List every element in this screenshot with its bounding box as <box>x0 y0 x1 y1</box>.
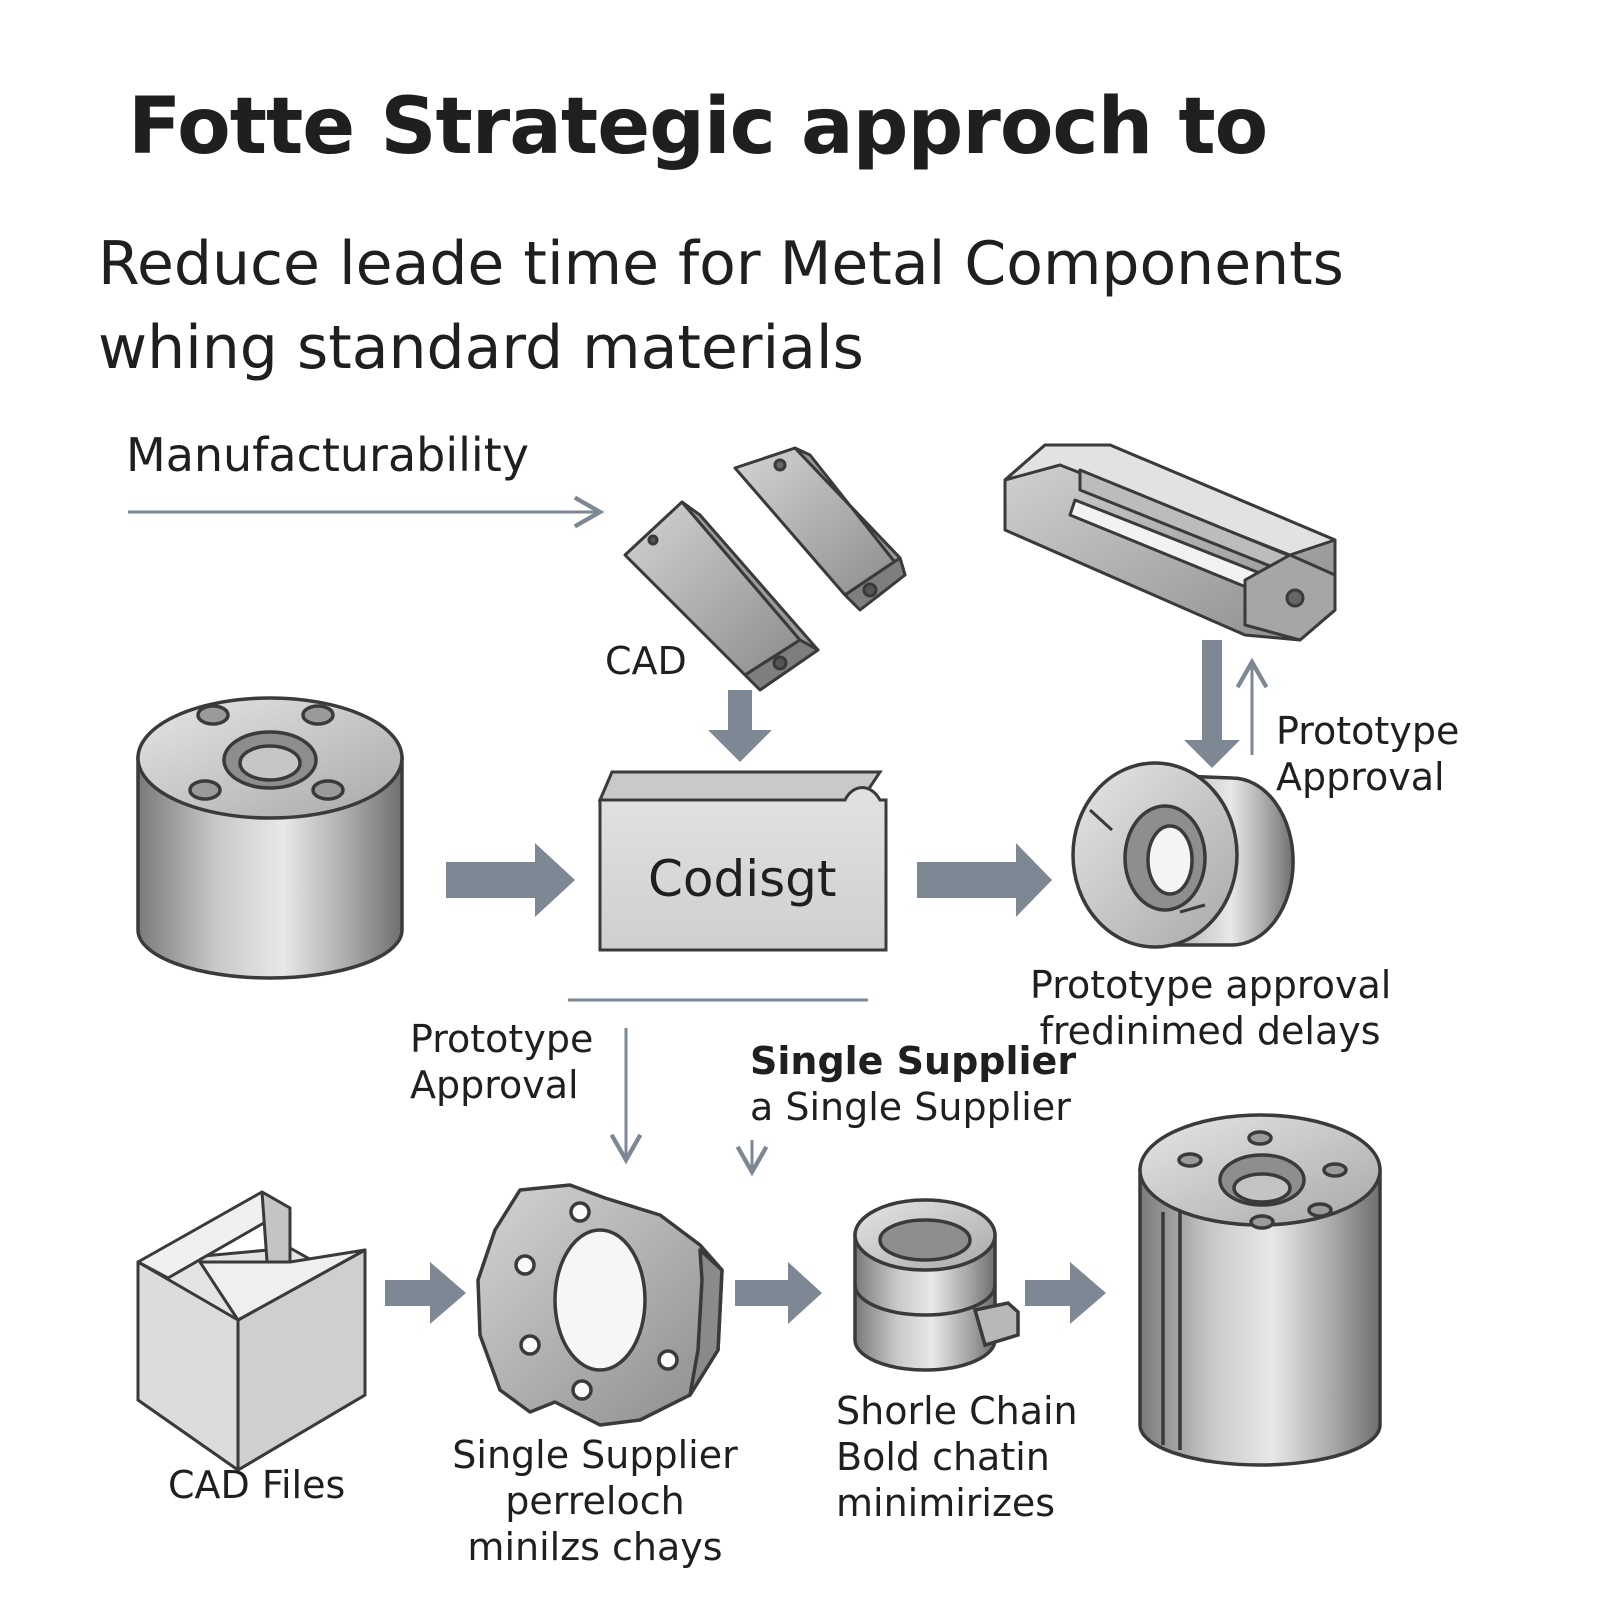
shorle-chain-label: Shorle Chain Bold chatin minimirizes <box>836 1388 1078 1526</box>
shorle-chain-line-3: minimirizes <box>836 1481 1056 1525</box>
shorle-chain-line-1: Shorle Chain <box>836 1389 1078 1433</box>
cad-files-label: CAD Files <box>168 1463 346 1507</box>
prototype-approval-left-line-2: Approval <box>410 1063 579 1107</box>
arrow-cylinder-to-box <box>446 843 575 917</box>
slotted-cylinder-part <box>1138 1113 1382 1467</box>
prototype-approval-right-line-1: Prototype <box>1276 709 1460 753</box>
cad-label: CAD <box>605 639 687 683</box>
machined-bar-part <box>1003 443 1337 642</box>
single-supplier-line-3: minilzs chays <box>467 1525 723 1569</box>
arrow-cad-down <box>708 690 772 762</box>
center-process-box <box>597 770 888 952</box>
stacked-ring-part <box>853 1198 1020 1372</box>
single-supplier-label: Single Supplier perreloch minilzs chays <box>430 1432 760 1570</box>
prototype-delays-line-2: fredinimed delays <box>1039 1009 1381 1053</box>
subtitle-line-2: whing standard materials <box>98 313 864 383</box>
cad-bar-left <box>623 500 820 692</box>
prototype-delays-label: Prototype approval fredinimed delays <box>1030 962 1392 1054</box>
single-supplier-sub: a Single Supplier <box>750 1085 1071 1129</box>
prototype-delays-line-1: Prototype approval <box>1030 963 1392 1007</box>
shorle-chain-line-2: Bold chatin <box>836 1435 1050 1479</box>
manufacturability-label: Manufacturability <box>126 428 529 482</box>
single-supplier-heading: Single Supplier <box>750 1039 1077 1083</box>
arrow-machined-down <box>1184 640 1240 768</box>
center-box-label: Codisgt <box>648 850 837 908</box>
single-supplier-line-1: Single Supplier <box>452 1433 738 1477</box>
cylinder-block-left <box>136 696 404 980</box>
prototype-approval-right-line-2: Approval <box>1276 755 1445 799</box>
arrow-box-to-bushing <box>917 843 1052 917</box>
arrow-ring-to-cylinder <box>1025 1262 1106 1324</box>
single-supplier-callout: Single Supplier a Single Supplier <box>750 1038 1076 1130</box>
page-subtitle: Reduce leade time for Metal Components w… <box>98 222 1344 390</box>
arrow-cadfiles-to-flange <box>385 1262 466 1324</box>
arrow-flange-to-ring <box>735 1262 822 1324</box>
cad-files-block <box>136 1190 367 1472</box>
prototype-approval-right: Prototype Approval <box>1276 708 1459 800</box>
prototype-approval-left: Prototype Approval <box>410 1016 593 1108</box>
cad-bar-right <box>733 446 907 612</box>
page-title: Fotte Strategic approch to <box>128 82 1268 172</box>
bushing-part <box>1071 761 1295 949</box>
subtitle-line-1: Reduce leade time for Metal Components <box>98 229 1344 299</box>
prototype-approval-left-line-1: Prototype <box>410 1017 594 1061</box>
single-supplier-line-2: perreloch <box>505 1479 685 1523</box>
flange-plate-part <box>476 1183 724 1427</box>
